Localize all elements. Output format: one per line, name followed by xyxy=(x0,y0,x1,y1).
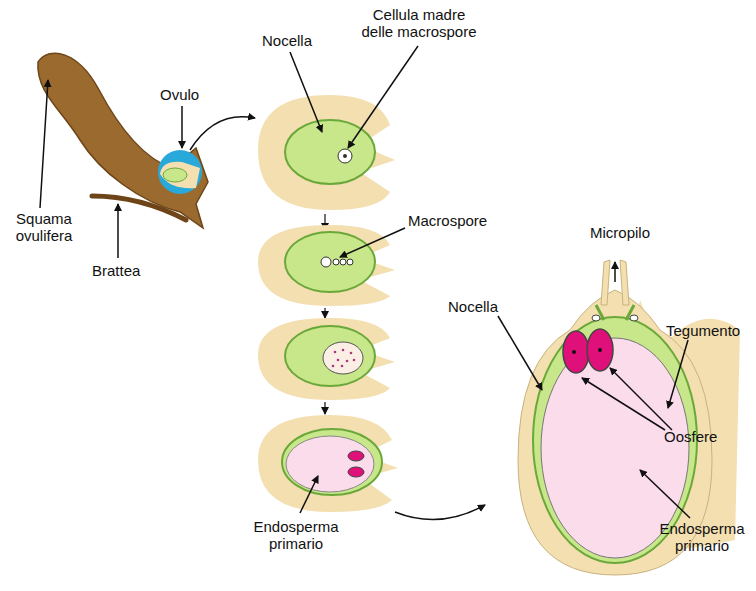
part-label: Nocella xyxy=(262,32,332,49)
part-label: Macrospore xyxy=(408,212,508,229)
part-label: Cellula madre delle macrospore xyxy=(356,6,482,40)
part-label: Squama ovulifera xyxy=(4,210,84,244)
part-label: Endosperma primario xyxy=(652,520,752,554)
part-label: Micropilo xyxy=(580,224,660,241)
part-label: Endosperma primario xyxy=(246,518,346,552)
part-label: Brattea xyxy=(92,262,152,279)
part-label: Tegumento xyxy=(666,322,752,339)
part-label: Nocella xyxy=(448,298,518,315)
part-label: Oosfere xyxy=(664,428,744,445)
part-label: Ovulo xyxy=(160,86,220,103)
